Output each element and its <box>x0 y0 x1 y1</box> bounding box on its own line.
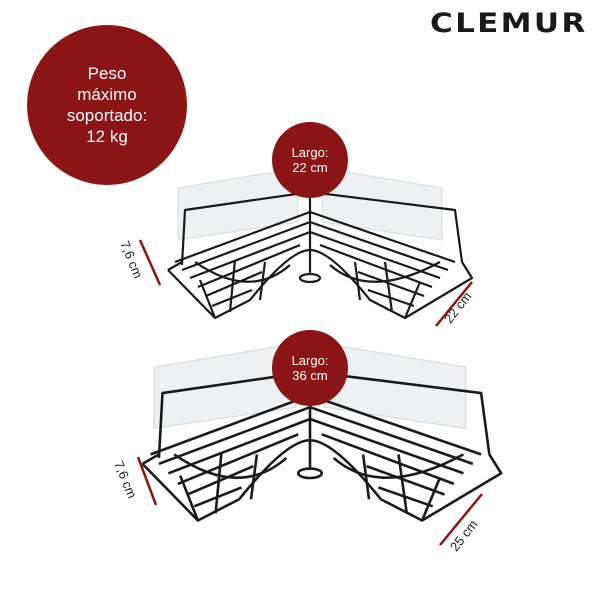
length-label: Largo: <box>291 353 329 368</box>
badge-line: soportado: <box>66 106 148 125</box>
length-value: 22 cm <box>292 160 328 175</box>
badge-line: Peso <box>87 64 127 83</box>
depth-dim-line-2 <box>439 493 483 546</box>
depth-dim-line-1 <box>435 281 473 327</box>
height-dim-line-1 <box>138 239 162 286</box>
length-badge-2: Largo: 36 cm <box>272 330 348 406</box>
max-weight-badge: Peso máximo soportado: 12 kg <box>27 25 187 185</box>
length-value: 36 cm <box>292 368 328 383</box>
length-label: Largo: <box>291 145 329 160</box>
badge-line: máximo <box>77 85 137 104</box>
brand-logo: CLEMUR <box>430 8 588 39</box>
badge-line: 12 kg <box>86 127 128 146</box>
height-dim-line-2 <box>136 456 158 506</box>
length-badge-1: Largo: 22 cm <box>272 122 348 198</box>
